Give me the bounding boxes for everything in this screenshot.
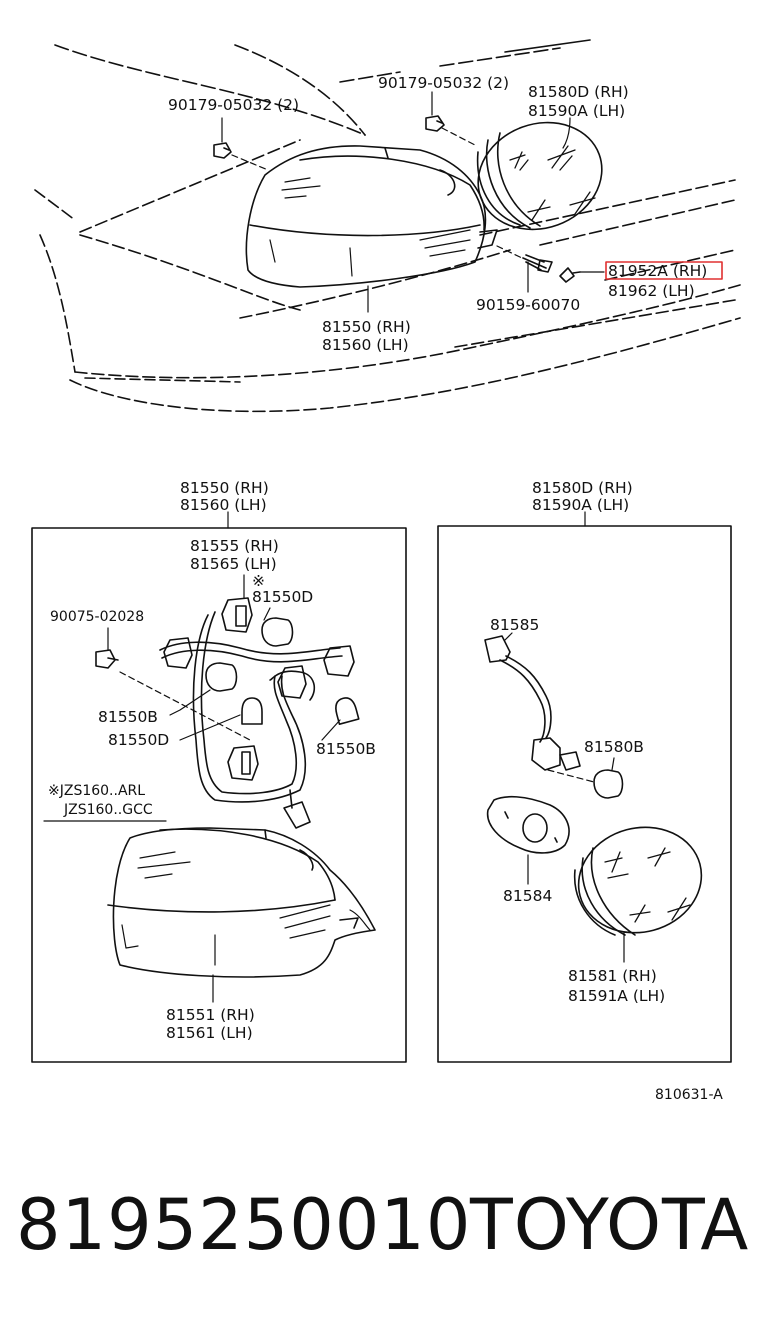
label-note-mark: ※ — [252, 572, 265, 590]
label-bulb-d: 81550D — [108, 731, 169, 749]
label-note-line1: ※JZS160..ARL — [48, 783, 145, 799]
label-screw: 90159-60070 — [476, 296, 580, 314]
label-right-title-rh: 81580D (RH) — [532, 479, 633, 497]
wiring-harness — [159, 611, 343, 829]
side-lamp-top — [476, 121, 603, 231]
gasket-right — [486, 795, 570, 854]
label-nut: 90075-02028 — [50, 609, 144, 625]
footer-part-number: 8195250010 — [16, 1184, 472, 1266]
label-bulb-b1: 81550B — [98, 708, 158, 726]
label-socket-assy-lh: 81565 (LH) — [190, 555, 277, 573]
label-socket-lh: 81962 (LH) — [608, 282, 695, 300]
left-detail-box — [31, 527, 407, 1063]
label-harness: 81585 — [490, 616, 539, 634]
label-bulb-b2: 81550B — [316, 740, 376, 758]
wire-harness-right — [484, 635, 581, 771]
highlight-box — [605, 261, 723, 280]
label-bulb-right: 81580B — [584, 738, 644, 756]
label-side-lens-rh: 81581 (RH) — [568, 967, 657, 985]
label-side-lens-lh: 81591A (LH) — [568, 987, 665, 1005]
footer-brand: TOYOTA — [470, 1184, 750, 1266]
figure-code: 810631-A — [655, 1087, 723, 1103]
label-left-title-rh: 81550 (RH) — [180, 479, 269, 497]
labels: 90179-05032 (2) 90179-05032 (2) 81580D (… — [48, 74, 723, 1103]
nut-icon-box — [95, 649, 119, 669]
sockets-left — [163, 597, 355, 781]
label-lens-rh: 81551 (RH) — [166, 1006, 255, 1024]
leader-lines-right — [504, 632, 625, 963]
tail-lamp-main-top — [245, 145, 498, 288]
label-main-lamp-rh: 81550 (RH) — [322, 318, 411, 336]
leader-lines-top — [221, 91, 605, 313]
label-bolt-left: 90179-05032 (2) — [168, 96, 299, 114]
label-socket-assy-rh: 81555 (RH) — [190, 537, 279, 555]
socket-icon-top — [559, 267, 581, 283]
label-bulb-a: 81550D — [252, 588, 313, 606]
bulbs-left — [205, 617, 360, 725]
label-note-line2: JZS160..GCC — [63, 802, 153, 818]
screw-icon — [522, 254, 553, 273]
label-left-title-lh: 81560 (LH) — [180, 496, 267, 514]
bulb-right — [593, 769, 624, 799]
nut-icon-right — [425, 115, 445, 132]
label-socket-rh: 81952A (RH) — [608, 262, 707, 280]
parts-diagram: 90179-05032 (2) 90179-05032 (2) 81580D (… — [31, 39, 741, 1103]
leader-lines-left — [43, 574, 371, 1003]
label-outer-lamp-lh: 81590A (LH) — [528, 102, 625, 120]
label-bolt-right: 90179-05032 (2) — [378, 74, 509, 92]
label-outer-lamp-rh: 81580D (RH) — [528, 83, 629, 101]
nut-icon-left — [213, 142, 232, 159]
label-gasket: 81584 — [503, 887, 552, 905]
car-body-outline — [34, 39, 741, 413]
label-right-title-lh: 81590A (LH) — [532, 496, 629, 514]
side-lamp-lens-box — [573, 826, 703, 936]
label-main-lamp-lh: 81560 (LH) — [322, 336, 409, 354]
label-lens-lh: 81561 (LH) — [166, 1024, 253, 1042]
tail-lamp-lens-box — [107, 827, 376, 978]
